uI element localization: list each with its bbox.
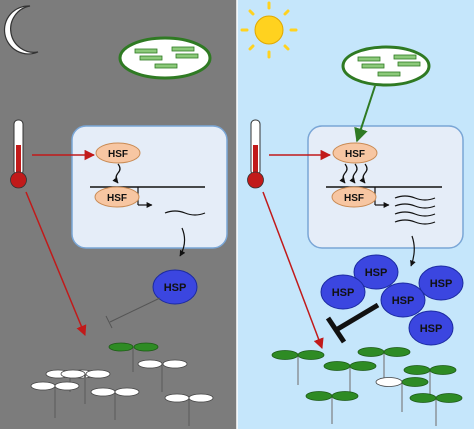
hsp-day-3: HSP (418, 265, 464, 301)
seedling-icon (164, 393, 214, 426)
hsf-day-bottom: HSF (331, 186, 377, 208)
seedling-icon (375, 377, 429, 412)
seedling-icon (323, 361, 377, 398)
seedling-icon (409, 393, 463, 426)
svg-text:HSF: HSF (345, 149, 365, 160)
hsp-day-4: HSP (380, 282, 426, 318)
hsp-day-1: HSP (353, 254, 399, 290)
svg-text:HSP: HSP (164, 282, 187, 294)
thermometer-icon-day (247, 119, 264, 189)
svg-text:HSF: HSF (344, 193, 364, 204)
crescent-moon-icon (3, 5, 39, 55)
seedling-icon (403, 365, 457, 400)
hsp-day-5: HSP (408, 310, 454, 346)
sun-icon (240, 1, 298, 59)
seedling-icon (90, 387, 140, 420)
seedling-icon (305, 391, 359, 424)
hsp-night: HSP (152, 269, 198, 305)
svg-text:HSP: HSP (365, 267, 388, 279)
thermometer-icon-night (10, 119, 27, 189)
chloroplast-icon-night (118, 36, 212, 80)
svg-text:HSP: HSP (430, 278, 453, 290)
svg-text:HSP: HSP (420, 323, 443, 335)
hsf-day-top: HSF (332, 142, 378, 164)
seedling-icon (108, 342, 159, 372)
chloroplast-icon-day (341, 45, 431, 87)
hsf-night-bottom: HSF (94, 186, 140, 208)
seedling-icon (137, 359, 188, 392)
svg-text:HSP: HSP (392, 295, 415, 307)
svg-text:HSF: HSF (108, 149, 128, 160)
svg-text:HSP: HSP (332, 287, 355, 299)
hsp-day-2: HSP (320, 274, 366, 310)
seedling-icon (60, 369, 111, 404)
seedling-icon (271, 350, 325, 385)
svg-text:HSF: HSF (107, 193, 127, 204)
hsf-night-top: HSF (95, 142, 141, 164)
seedling-icon (30, 381, 80, 418)
